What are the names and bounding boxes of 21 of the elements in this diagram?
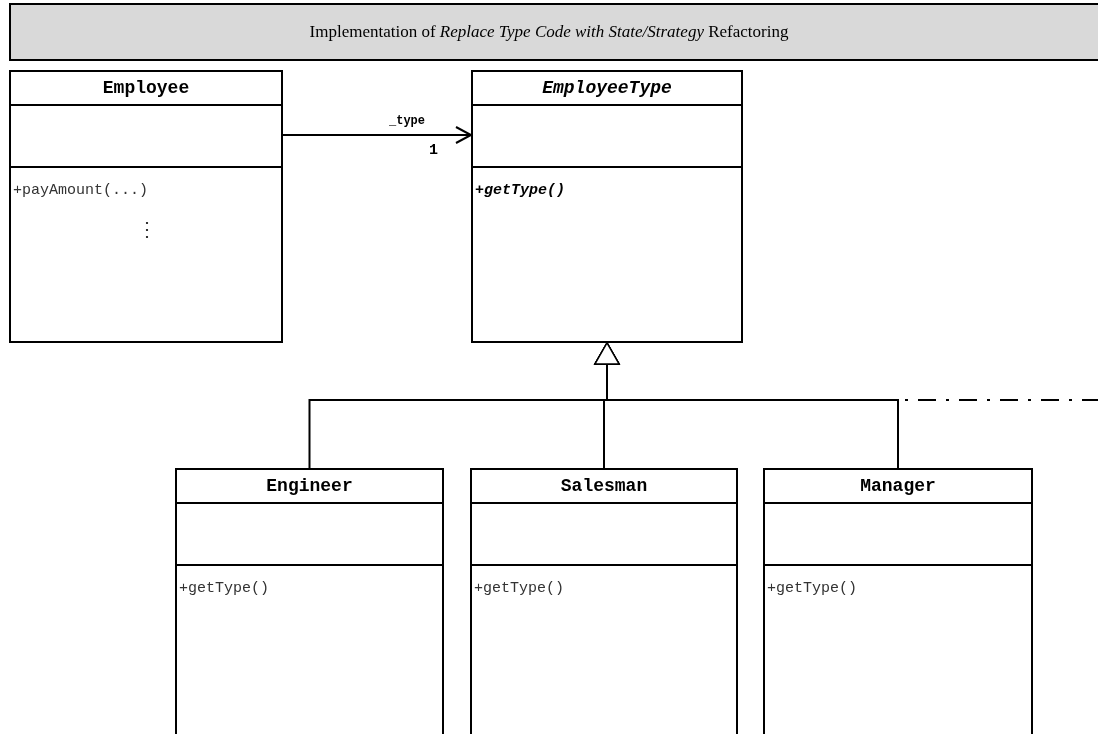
method-text: +getType(): [474, 580, 564, 597]
class-box: [175, 468, 444, 734]
class-box: [763, 468, 1033, 734]
class-box: [9, 70, 283, 343]
class-name: Manager: [860, 476, 936, 496]
class-name: Engineer: [266, 476, 353, 496]
multiplicity-label: 1: [429, 143, 438, 159]
method-text: +getType(): [767, 580, 857, 597]
class-box: [471, 70, 743, 343]
ellipsis: ⋮: [137, 218, 157, 242]
edge-label: _type: [389, 114, 425, 128]
method-text: +getType(): [475, 182, 565, 199]
method-text: +getType(): [179, 580, 269, 597]
class-name: Salesman: [560, 476, 648, 496]
class-box: [470, 468, 738, 734]
generalization-arrow: [594, 342, 1098, 401]
association-arrow: [282, 126, 472, 144]
method-text: +payAmount(...): [13, 182, 149, 199]
diagram-title: Implementation of Replace Type Code with State/Strategy Refactoring: [309, 22, 789, 42]
class-name: Employee: [102, 78, 190, 98]
class-name: EmployeeType: [542, 78, 672, 98]
